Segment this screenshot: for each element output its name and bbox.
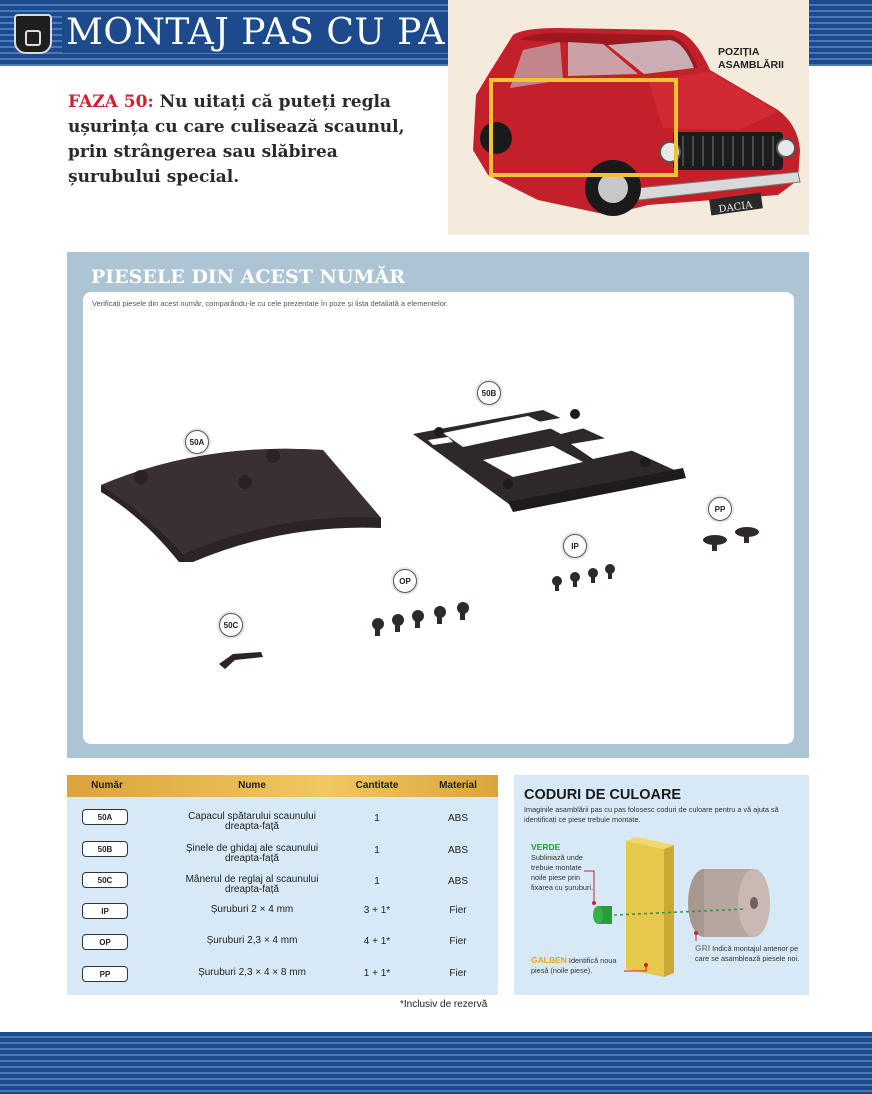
part-label-50b: 50B bbox=[477, 381, 501, 405]
part-code: OP bbox=[82, 934, 128, 950]
column-header-material: Material bbox=[439, 780, 477, 791]
parts-panel-title: PIESELE DIN ACEST NUMĂR bbox=[91, 266, 405, 288]
part-material: Fier bbox=[449, 905, 467, 916]
part-label-op: OP bbox=[393, 569, 417, 593]
legend-yellow: GALBEN Identifică noua piesă (noile pies… bbox=[531, 955, 617, 975]
plate-text: DACIA bbox=[718, 200, 754, 216]
table-footnote: *Inclusiv de rezervă bbox=[400, 999, 488, 1010]
color-codes-title: CODURI DE CULOARE bbox=[524, 787, 682, 803]
footer-stripes bbox=[0, 1032, 872, 1094]
table-header: Număr Nume Cantitate Material bbox=[67, 775, 498, 797]
parts-intro-text: Verificați piesele din acest număr, comp… bbox=[92, 299, 449, 308]
part-code: IP bbox=[82, 903, 128, 919]
part-code: 50B bbox=[82, 841, 128, 857]
color-codes-diagram bbox=[584, 837, 770, 977]
part-quantity: 1 bbox=[374, 813, 380, 824]
part-quantity: 1 bbox=[374, 845, 380, 856]
part-label-ip: IP bbox=[563, 534, 587, 558]
part-name: Șuruburi 2 × 4 mm bbox=[210, 904, 294, 915]
parts-illustration bbox=[101, 409, 759, 669]
phase-text: Nu uitați că puteți regla ușurința cu ca… bbox=[68, 92, 405, 187]
phase-instruction: FAZA 50: Nu uitați că puteți regla ușuri… bbox=[68, 90, 428, 190]
part-name: Șuruburi 2,3 × 4 × 8 mm bbox=[198, 967, 306, 978]
part-quantity: 1 bbox=[374, 876, 380, 887]
part-name: Șuruburi 2,3 × 4 mm bbox=[206, 935, 298, 946]
legend-green: VERDE Subliniază unde trebuie montate no… bbox=[531, 842, 594, 892]
part-quantity: 4 + 1* bbox=[363, 936, 391, 947]
part-code: PP bbox=[82, 966, 128, 982]
phase-label: FAZA 50: bbox=[68, 92, 154, 112]
parts-table: Număr Nume Cantitate Material 50A Capacu… bbox=[67, 775, 498, 995]
column-header-quantity: Cantitate bbox=[355, 780, 399, 791]
page-title: MONTAJ PAS CU PAS bbox=[62, 12, 483, 53]
color-codes-panel: CODURI DE CULOARE Imaginile asamblării p… bbox=[514, 775, 809, 995]
part-material: ABS bbox=[447, 876, 468, 887]
table-row: PP Șuruburi 2,3 × 4 × 8 mm 1 + 1* Fier bbox=[67, 959, 498, 990]
part-label-50a: 50A bbox=[185, 430, 209, 454]
assembly-position-label: POZIȚIA ASAMBLĂRII bbox=[718, 46, 784, 71]
parts-photo-area: Verificați piesele din acest număr, comp… bbox=[83, 292, 794, 744]
part-material: ABS bbox=[447, 813, 468, 824]
parts-panel: PIESELE DIN ACEST NUMĂR Verificați piese… bbox=[67, 252, 809, 758]
part-material: Fier bbox=[449, 936, 467, 947]
assembly-highlight bbox=[489, 78, 678, 177]
part-quantity: 3 + 1* bbox=[363, 905, 391, 916]
part-label-pp: PP bbox=[708, 497, 732, 521]
part-quantity: 1 + 1* bbox=[363, 968, 391, 979]
part-label-50c: 50C bbox=[219, 613, 243, 637]
car-illustration: DACIA bbox=[473, 28, 801, 216]
part-material: ABS bbox=[447, 845, 468, 856]
part-material: Fier bbox=[449, 968, 467, 979]
car-image: DACIA POZIȚIA ASAMBLĂRII bbox=[448, 0, 809, 235]
column-header-number: Număr bbox=[91, 780, 123, 791]
table-row: OP Șuruburi 2,3 × 4 mm 4 + 1* Fier bbox=[67, 927, 498, 958]
brand-logo bbox=[14, 14, 52, 54]
part-code: 50A bbox=[82, 809, 128, 825]
part-code: 50C bbox=[82, 872, 128, 888]
legend-grey: GRI Indică montajul anterior pe care se … bbox=[695, 943, 800, 963]
color-codes-description: Imaginile asamblării pas cu pas folosesc… bbox=[524, 805, 779, 824]
table-row: IP Șuruburi 2 × 4 mm 3 + 1* Fier bbox=[67, 896, 498, 927]
column-header-name: Nume bbox=[238, 780, 266, 791]
